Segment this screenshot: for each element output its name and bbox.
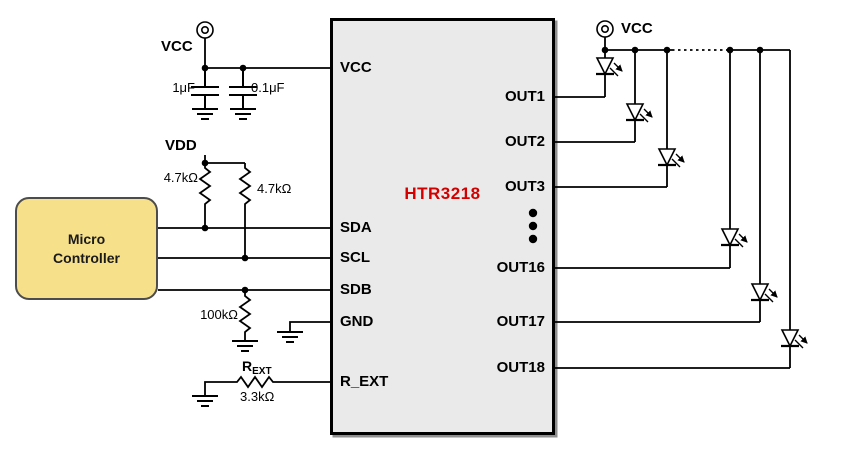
ic-pin-rext: R_EXT [340,373,389,390]
led-emission-arrows [609,62,622,76]
rext-resistor-network [192,375,330,407]
mcu-label: Micro Controller [53,230,120,268]
pullup-scl-label: 4.7kΩ [257,181,292,196]
ic-pin-gnd: GND [340,313,374,330]
resistor-rext [232,375,278,389]
ic-pin-out16: OUT16 [496,259,545,276]
rext-name: R [242,358,253,374]
led-out18 [780,50,807,368]
resistor-4k7-sda [198,163,212,207]
ic-pin-vcc: VCC [340,59,372,76]
ic-pin-out1: OUT1 [504,88,545,105]
ic-pin-out17: OUT17 [496,313,545,330]
cap-1uf-label: 1μF [172,80,195,95]
outputs-ellipsis-icon [528,208,538,244]
ground-symbol [230,108,256,120]
vcc-left-power-symbol [196,21,330,69]
led-emission-arrows [794,334,807,348]
led-out17 [750,50,777,322]
resistor-100k-sdb [232,290,258,352]
ic-pin-out18: OUT18 [496,359,545,376]
gnd-connection [277,321,330,343]
rext-resistor-label: REXT [242,358,272,380]
ic-pin-scl: SCL [340,249,370,266]
led-emission-arrows [639,108,652,122]
vcc-left-label: VCC [161,38,193,55]
ic-pin-out2: OUT2 [504,133,545,150]
led-out2 [625,50,652,142]
mcu-label-line1: Micro [67,230,106,247]
pullup-sda-label: 4.7kΩ [163,170,198,185]
pulldown-sdb-label: 100kΩ [200,307,238,322]
led-emission-arrows [764,288,777,302]
junction-dots [201,46,764,294]
rext-subscript: EXT [252,366,272,377]
led-emission-arrows [671,153,684,167]
vdd-pullup-network [198,155,252,258]
led-emission-arrows [734,233,747,247]
ic-pin-out3: OUT3 [504,178,545,195]
capacitor-0p1uf [229,68,257,120]
led-out3 [657,50,684,187]
vcc-right-label: VCC [621,20,653,37]
resistor-4k7-scl [238,163,252,207]
ground-symbol [277,331,303,343]
vcc-right-power-symbol [596,20,614,50]
mcu-label-line2: Controller [53,249,120,266]
rext-value-label: 3.3kΩ [240,389,275,404]
microcontroller-block: Micro Controller [15,197,158,300]
capacitor-1uf [191,68,219,120]
ic-pin-sdb: SDB [340,281,372,298]
ground-symbol [192,395,218,407]
cap-0p1uf-label: 0.1μF [251,80,285,95]
ic-part-number: HTR3218 [404,184,481,203]
vdd-label: VDD [165,137,197,154]
ground-symbol [192,108,218,120]
ic-htr3218-body: VCC SDA SCL SDB GND R_EXT OUT1 OUT2 OUT3… [330,18,555,435]
output-wires [555,96,790,369]
led-out1 [595,50,622,97]
ic-pin-sda: SDA [340,219,372,236]
ground-symbol [232,340,258,352]
led-out16 [720,50,747,268]
